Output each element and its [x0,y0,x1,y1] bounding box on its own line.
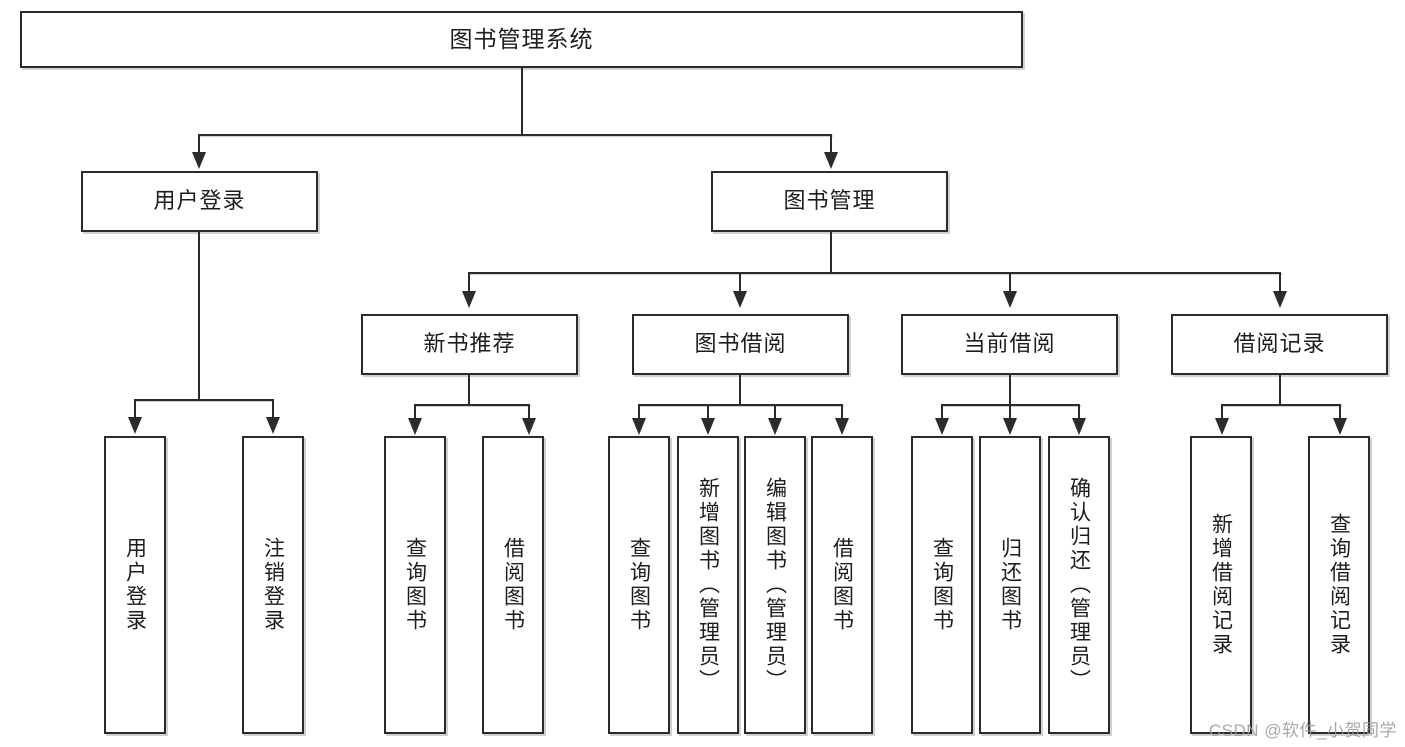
arrowhead-leaf-borrow-book-1 [522,418,536,435]
connector-new-book-bus [414,404,530,406]
arrowhead-leaf-borrow-book-2 [835,418,849,435]
connector-to-book-borrow [739,272,741,292]
connector-current-borrow-stem [1009,375,1011,405]
connector-tier3-bus [468,272,1281,274]
connector-book-borrow-stem [739,375,741,405]
node-borrow-record[interactable]: 借阅记录 [1171,314,1388,375]
node-label: 当前借阅 [963,331,1056,357]
connector-to-new-book [468,272,470,292]
node-label: 图书管理系统 [449,25,594,52]
node-label: 用户登录 [153,188,246,214]
arrowhead-leaf-query-record [1333,418,1347,435]
leaf-return-book[interactable]: 归还图书 [979,436,1041,734]
leaf-add-borrow-record[interactable]: 新增借阅记录 [1190,436,1252,734]
connector-user-login-bus [134,399,272,401]
node-label: 注销登录 [261,537,285,633]
node-label: 借阅图书 [830,537,854,633]
node-label: 查询图书 [403,537,427,633]
node-label: 确认归还（管理员） [1067,477,1091,693]
connector-book-borrow-drop-2 [707,404,709,419]
node-user-login[interactable]: 用户登录 [81,171,318,232]
connector-new-book-stem [468,375,470,405]
arrowhead-user-login [192,152,206,169]
node-label: 编辑图书（管理员） [763,477,787,693]
node-label: 借阅图书 [501,537,525,633]
connector-current-borrow-drop-1 [941,404,943,419]
connector-book-borrow-drop-3 [774,404,776,419]
connector-book-mgmt-stem [830,232,832,273]
leaf-query-book-recommend[interactable]: 查询图书 [384,436,446,734]
leaf-query-book-borrow[interactable]: 查询图书 [608,436,670,734]
arrowhead-book-borrow [733,291,747,308]
arrowhead-leaf-logout [266,417,280,434]
node-label: 归还图书 [998,537,1022,633]
connector-user-login-drop-1 [134,399,136,418]
arrowhead-leaf-add-record [1215,418,1229,435]
arrowhead-leaf-query-book-2 [632,418,646,435]
leaf-edit-book-admin[interactable]: 编辑图书（管理员） [744,436,806,734]
connector-book-borrow-bus [638,404,843,406]
connector-borrow-record-bus [1221,404,1341,406]
leaf-logout[interactable]: 注销登录 [242,436,304,734]
leaf-borrow-book-recommend[interactable]: 借阅图书 [482,436,544,734]
connector-user-login-stem [198,232,200,400]
node-label: 新增图书（管理员） [696,477,720,693]
node-new-book-recommend[interactable]: 新书推荐 [361,314,578,375]
connector-root-to-book-mgmt [830,134,832,153]
connector-book-borrow-drop-4 [841,404,843,419]
connector-root-stem [521,68,523,135]
arrowhead-leaf-confirm-return [1072,418,1086,435]
connector-root-bus [198,134,832,136]
leaf-query-borrow-record[interactable]: 查询借阅记录 [1308,436,1370,734]
connector-to-borrow-record [1279,272,1281,292]
node-label: 图书管理 [783,188,876,214]
leaf-confirm-return-admin[interactable]: 确认归还（管理员） [1048,436,1110,734]
connector-user-login-drop-2 [272,399,274,418]
connector-borrow-record-drop-2 [1339,404,1341,419]
node-label: 新书推荐 [423,331,516,357]
arrowhead-leaf-return-book [1003,418,1017,435]
csdn-watermark: CSDN @软件_小贺同学 [1208,721,1397,740]
node-label: 查询图书 [627,537,651,633]
arrowhead-leaf-add-book [701,418,715,435]
leaf-add-book-admin[interactable]: 新增图书（管理员） [677,436,739,734]
connector-book-borrow-drop-1 [638,404,640,419]
arrowhead-new-book-recommend [462,291,476,308]
leaf-user-login[interactable]: 用户登录 [104,436,166,734]
node-root-system[interactable]: 图书管理系统 [20,11,1023,68]
arrowhead-leaf-user-login [128,417,142,434]
node-label: 用户登录 [123,537,147,633]
connector-current-borrow-drop-3 [1078,404,1080,419]
arrowhead-leaf-query-book-3 [935,418,949,435]
node-label: 查询图书 [930,537,954,633]
connector-new-book-drop-2 [528,404,530,419]
connector-borrow-record-drop-1 [1221,404,1223,419]
arrowhead-leaf-query-book-1 [408,418,422,435]
arrowhead-leaf-edit-book [768,418,782,435]
connector-root-to-user-login [198,134,200,153]
node-book-borrow[interactable]: 图书借阅 [632,314,849,375]
node-label: 新增借阅记录 [1209,513,1233,657]
leaf-borrow-book[interactable]: 借阅图书 [811,436,873,734]
connector-new-book-drop-1 [414,404,416,419]
node-label: 查询借阅记录 [1327,513,1351,657]
arrowhead-borrow-record [1273,291,1287,308]
arrowhead-book-mgmt [824,152,838,169]
connector-borrow-record-stem [1279,375,1281,405]
arrowhead-current-borrow [1003,291,1017,308]
node-current-borrow[interactable]: 当前借阅 [901,314,1118,375]
connector-to-current-borrow [1009,272,1011,292]
node-label: 借阅记录 [1233,331,1326,357]
node-label: 图书借阅 [694,331,787,357]
leaf-query-book-current[interactable]: 查询图书 [911,436,973,734]
node-book-management[interactable]: 图书管理 [711,171,948,232]
connector-current-borrow-drop-2 [1009,404,1011,419]
